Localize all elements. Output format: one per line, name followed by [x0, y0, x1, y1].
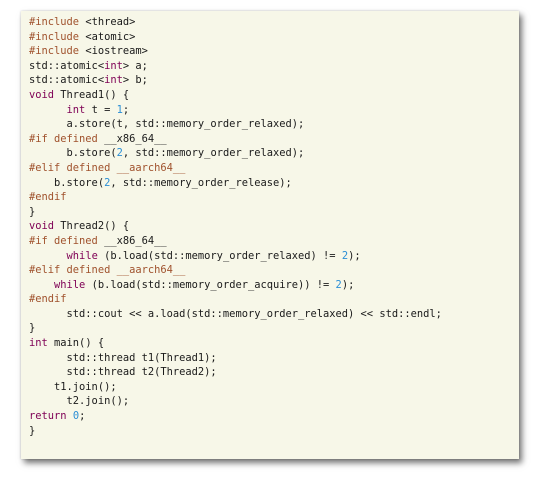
code-text-token: } — [29, 205, 36, 218]
code-line: b.store(2, std::memory_order_release); — [29, 176, 442, 191]
code-text-token: , std::memory_order_relaxed); — [122, 147, 305, 160]
code-text-token: ; — [122, 103, 130, 116]
code-line: while (b.load(std::memory_order_acquire)… — [29, 278, 442, 293]
preprocessor-token: #include — [29, 30, 86, 43]
code-line: #if defined __x86_64__ — [29, 234, 442, 249]
code-text-token: > a; — [122, 59, 148, 72]
code-line: a.store(t, std::memory_order_relaxed); — [29, 117, 442, 132]
code-text-token: std::atomic< — [29, 74, 105, 87]
code-text-token: t1.join(); — [29, 380, 117, 393]
code-text-token: > b; — [122, 74, 148, 87]
code-line: int t = 1; — [29, 103, 442, 118]
preprocessor-token: #endif — [29, 191, 67, 204]
code-line: std::thread t1(Thread1); — [29, 351, 442, 366]
code-panel: #include <thread>#include <atomic>#inclu… — [21, 11, 519, 459]
code-line: std::atomic<int> b; — [29, 73, 442, 88]
code-text-token: main() { — [47, 337, 105, 350]
code-text-token: a.store(t, std::memory_order_relaxed); — [29, 118, 305, 131]
code-text-token: b.store( — [29, 176, 105, 189]
code-text-token: <atomic> — [85, 30, 136, 43]
code-text-token: ); — [341, 278, 355, 291]
code-line: std::cout << a.load(std::memory_order_re… — [29, 307, 442, 322]
code-line: #if defined __x86_64__ — [29, 132, 442, 147]
keyword-token: int — [104, 59, 123, 72]
code-text-token — [29, 104, 67, 116]
keyword-token: while — [66, 249, 98, 262]
code-text-token: b.store( — [29, 147, 117, 160]
code-line: #endif — [29, 292, 442, 307]
code-text-token: std::thread t2(Thread2); — [29, 366, 217, 379]
preprocessor-token: #if defined — [29, 132, 105, 145]
keyword-token: void — [29, 220, 55, 233]
code-line: } — [29, 424, 442, 439]
preprocessor-token: __aarch64__ — [116, 161, 186, 174]
code-line: t2.join(); — [29, 394, 442, 409]
code-text-token: Thread2() { — [54, 220, 130, 233]
keyword-token: int — [104, 74, 123, 87]
code-text-token: (b.load(std::memory_order_acquire)) != — [85, 278, 336, 291]
keyword-token: int — [29, 337, 48, 350]
keyword-token: return — [29, 410, 67, 423]
code-text-token: Thread1() { — [54, 88, 130, 101]
preprocessor-token: #if defined — [29, 234, 105, 247]
number-token: 2 — [104, 176, 111, 189]
code-line: int main() { — [29, 336, 442, 351]
preprocessor-token: #endif — [29, 293, 67, 306]
number-token: 1 — [116, 103, 123, 116]
preprocessor-token: #elif defined — [29, 161, 117, 174]
code-text-token — [29, 279, 54, 291]
code-text-token: <iostream> — [85, 45, 148, 58]
number-token: 2 — [116, 147, 123, 160]
preprocessor-token: __aarch64__ — [116, 264, 186, 277]
code-text-token: <thread> — [85, 16, 136, 28]
code-text-token: __x86_64__ — [104, 132, 167, 145]
code-text-token: t = — [85, 103, 117, 116]
code-text-token: std::thread t1(Thread1); — [29, 351, 217, 364]
number-token: 0 — [72, 410, 80, 423]
code-text-token: std::atomic< — [29, 59, 105, 72]
keyword-token: int — [66, 103, 86, 116]
code-line: } — [29, 205, 442, 220]
code-text-token: ; — [79, 410, 86, 423]
preprocessor-token: #elif defined — [29, 264, 117, 277]
code-text-token: ); — [348, 249, 361, 262]
preprocessor-token: #include — [29, 16, 86, 28]
code-line: std::atomic<int> a; — [29, 59, 442, 74]
code-text-token: __x86_64__ — [104, 234, 167, 247]
code-text-token: } — [29, 424, 36, 437]
code-text-token: } — [29, 322, 36, 335]
code-text-token: , std::memory_order_release); — [110, 176, 292, 189]
code-line: void Thread1() { — [29, 88, 442, 103]
code-line: } — [29, 321, 442, 336]
code-line: #include <thread> — [29, 15, 442, 30]
code-line: #elif defined __aarch64__ — [29, 263, 442, 278]
preprocessor-token: #include — [29, 45, 86, 58]
code-line: std::thread t2(Thread2); — [29, 365, 442, 380]
code-line: #include <atomic> — [29, 30, 442, 45]
code-text-token: (b.load(std::memory_order_relaxed) != — [97, 249, 342, 262]
code-listing: #include <thread>#include <atomic>#inclu… — [29, 15, 442, 438]
code-line: return 0; — [29, 409, 442, 424]
number-token: 2 — [341, 249, 349, 262]
number-token: 2 — [335, 278, 342, 291]
keyword-token: void — [29, 88, 55, 101]
code-text-token: t2.join(); — [29, 395, 130, 408]
code-line: b.store(2, std::memory_order_relaxed); — [29, 146, 442, 161]
code-line: t1.join(); — [29, 380, 442, 395]
code-text-token: std::cout << a.load(std::memory_order_re… — [29, 307, 442, 320]
code-line: #endif — [29, 190, 442, 205]
keyword-token: while — [54, 278, 86, 291]
code-line: #elif defined __aarch64__ — [29, 161, 442, 176]
code-text-token — [29, 250, 67, 262]
code-line: void Thread2() { — [29, 219, 442, 234]
code-line: while (b.load(std::memory_order_relaxed)… — [29, 249, 442, 264]
code-line: #include <iostream> — [29, 44, 442, 59]
